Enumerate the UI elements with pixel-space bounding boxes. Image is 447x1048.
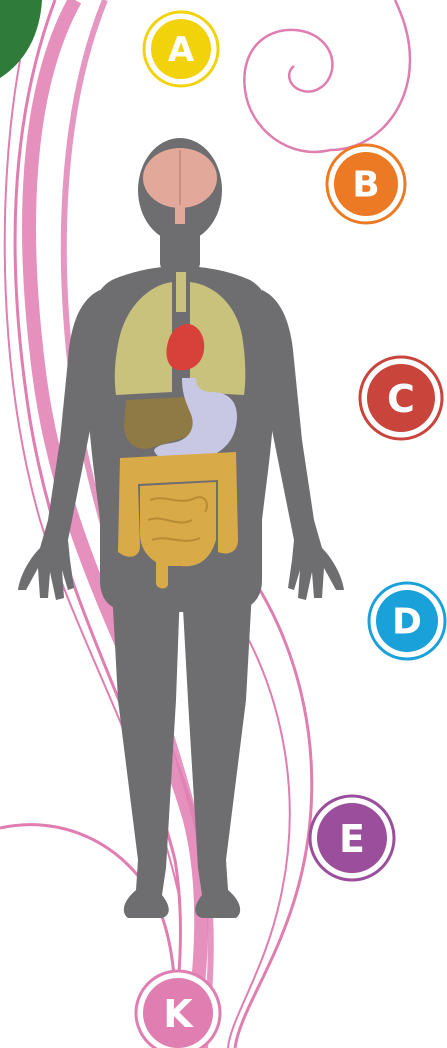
badge-k: K	[135, 970, 221, 1048]
trachea	[176, 272, 186, 312]
badge-b-label: B	[352, 165, 379, 206]
badge-a-label: A	[168, 30, 195, 70]
badge-c-label: C	[387, 377, 415, 421]
badge-e: E	[309, 795, 395, 881]
neck	[160, 225, 200, 273]
right-arm	[262, 290, 344, 600]
badge-e-label: E	[339, 817, 365, 861]
swirl-top-right-spiral	[244, 30, 332, 152]
badge-d: D	[368, 582, 446, 660]
swirl-top-right-arc	[330, 0, 410, 150]
badge-k-label: K	[163, 992, 194, 1036]
badge-d-label: D	[392, 602, 422, 643]
left-leg	[112, 590, 180, 918]
badge-b: B	[326, 144, 406, 224]
badge-c: C	[359, 356, 443, 440]
badge-a: A	[143, 11, 219, 87]
brain-stem	[175, 204, 185, 224]
